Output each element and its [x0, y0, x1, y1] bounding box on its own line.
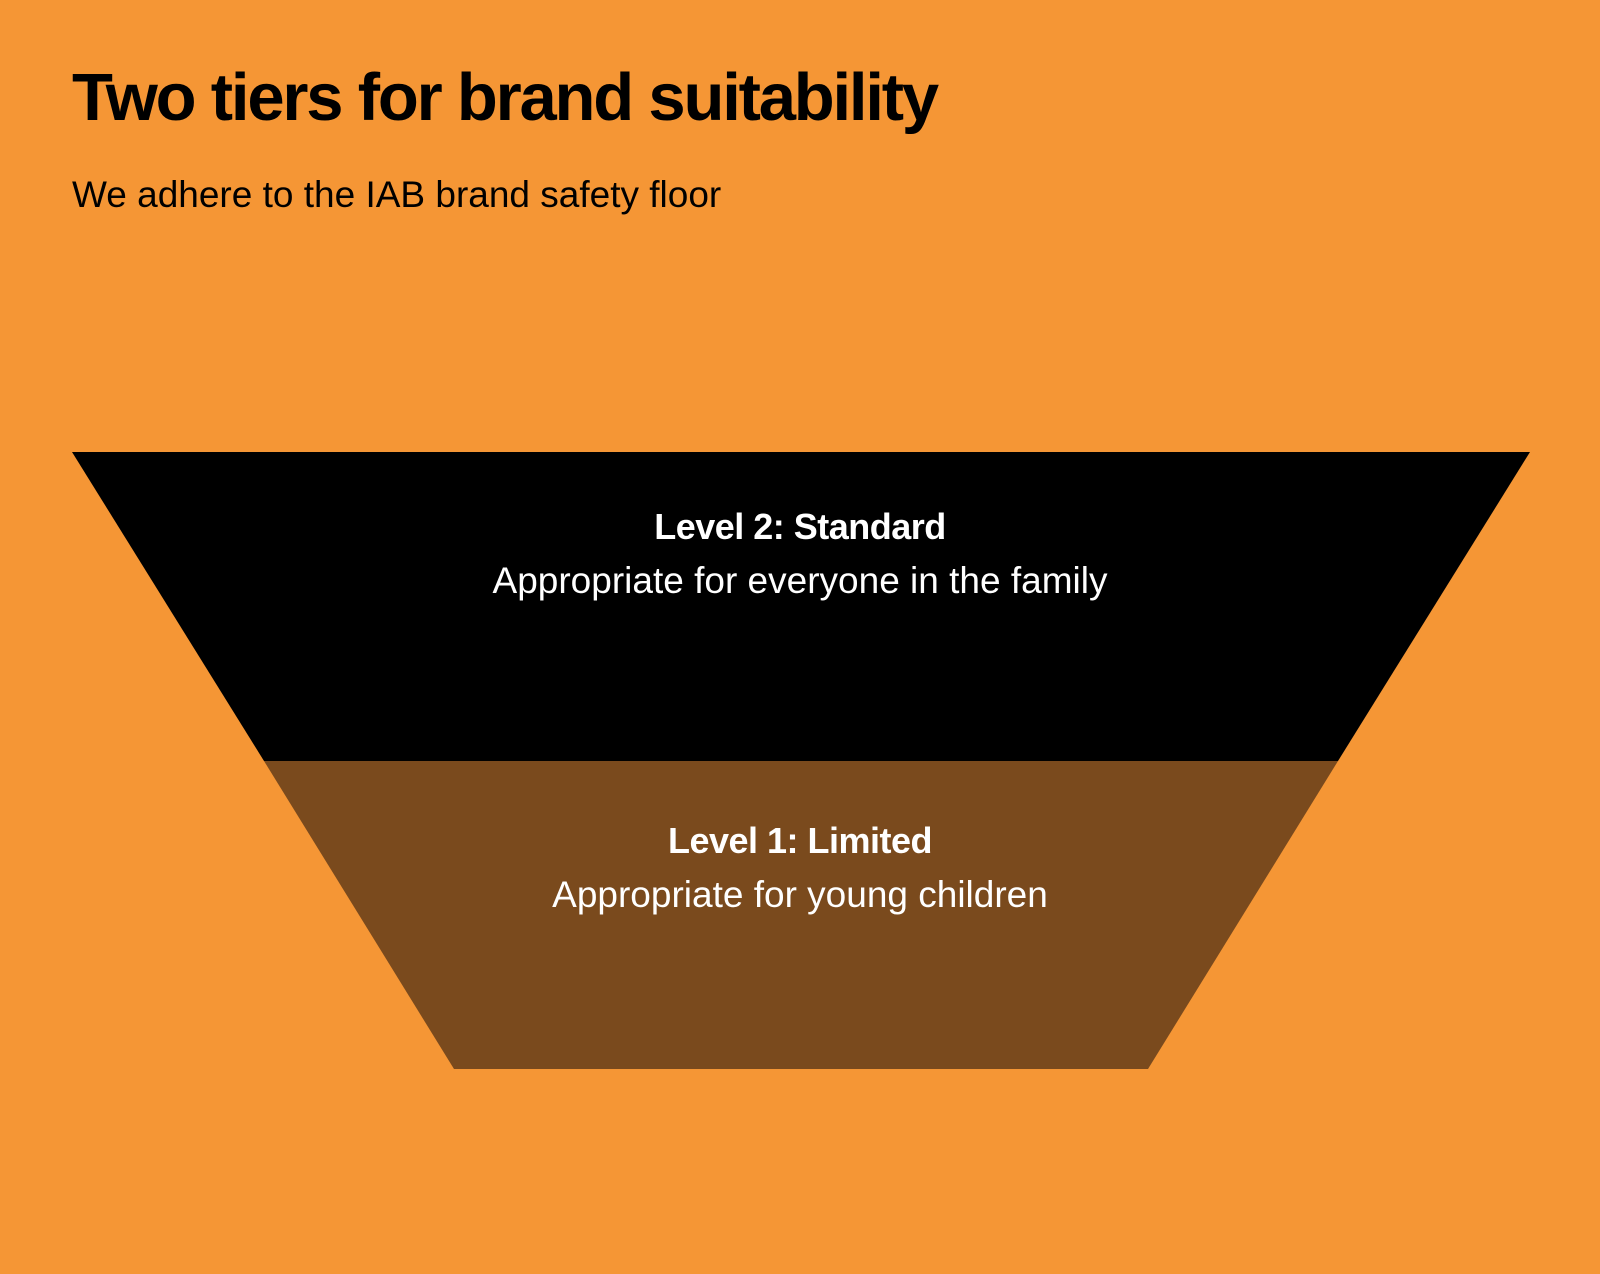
tier-level-2-shape: [72, 452, 1530, 761]
tier-level-2-title: Level 2: Standard: [654, 506, 946, 547]
page-subtitle: We adhere to the IAB brand safety floor: [72, 174, 722, 215]
tier-level-1-shape: [264, 761, 1338, 1069]
page-title: Two tiers for brand suitability: [72, 60, 939, 135]
tier-level-1-description: Appropriate for young children: [552, 874, 1048, 915]
tier-level-2-text: Level 2: Standard Appropriate for everyo…: [300, 500, 1300, 608]
tier-level-1-text: Level 1: Limited Appropriate for young c…: [300, 814, 1300, 922]
tier-level-2-description: Appropriate for everyone in the family: [492, 560, 1108, 601]
tier-level-1-title: Level 1: Limited: [667, 820, 933, 861]
